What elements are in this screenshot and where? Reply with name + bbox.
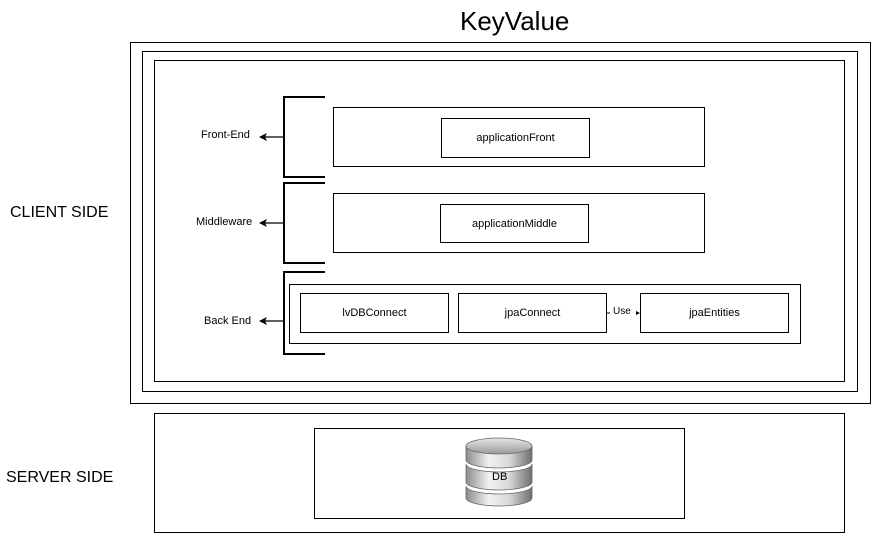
jpa-entities-node: jpaEntities (640, 293, 789, 333)
lv-db-connect-node: lvDBConnect (300, 293, 449, 333)
jpa-connect-node: jpaConnect (458, 293, 607, 333)
application-front-node: applicationFront (441, 118, 590, 158)
back-end-bracket (283, 271, 325, 355)
server-side-label: SERVER SIDE (6, 469, 114, 486)
database-label: DB (492, 471, 508, 483)
use-edge-label: Use (613, 306, 631, 317)
middleware-bracket (283, 182, 325, 264)
front-end-bracket (283, 96, 325, 178)
diagram-title: KeyValue (460, 6, 570, 36)
application-middle-node: applicationMiddle (440, 204, 589, 243)
database-icon (464, 436, 534, 508)
client-side-label: CLIENT SIDE (10, 204, 109, 221)
front-end-label: Front-End (201, 129, 250, 141)
back-end-label: Back End (204, 315, 252, 327)
use-edge-label-bg (612, 306, 636, 320)
middleware-label: Middleware (196, 216, 253, 228)
